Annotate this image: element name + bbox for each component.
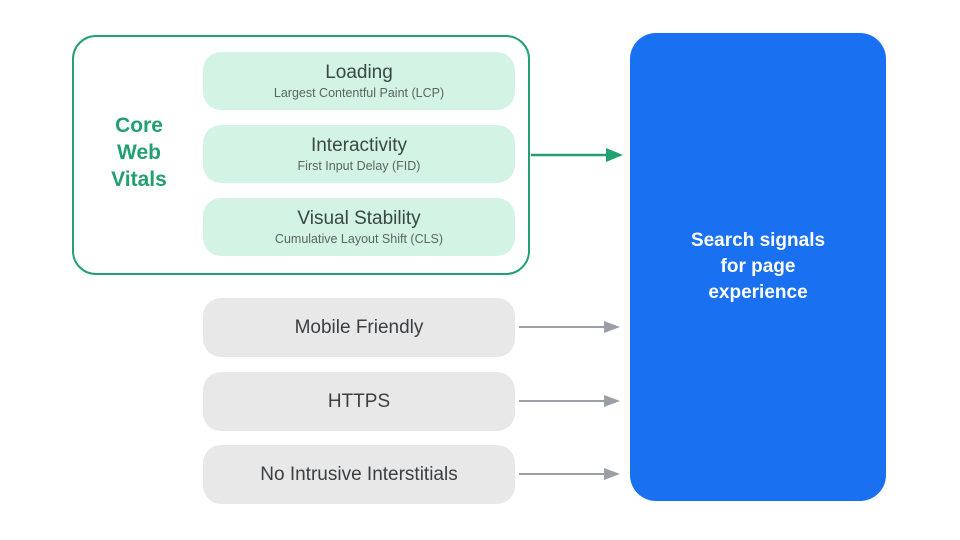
search-signals-box: Search signals for page experience — [630, 33, 886, 501]
vital-interactivity-box: Interactivity First Input Delay (FID) — [203, 125, 515, 183]
no-intrusive-interstitials-arrow — [519, 468, 620, 480]
search-signals-text-line: Search signals — [690, 230, 826, 251]
vital-loading-title: Loading — [325, 62, 393, 83]
mobile-friendly-arrow — [519, 321, 620, 333]
vital-visual-stability-title: Visual Stability — [297, 208, 421, 229]
signal-mobile-friendly-label: Mobile Friendly — [294, 317, 424, 338]
signal-https-box: HTTPS — [203, 372, 515, 431]
vital-interactivity-title: Interactivity — [310, 135, 408, 156]
signal-no-intrusive-interstitials-box: No Intrusive Interstitials — [203, 445, 515, 504]
https-arrow — [519, 395, 620, 407]
signal-https-label: HTTPS — [327, 391, 391, 412]
core-web-vitals-label-line: Web — [117, 141, 161, 164]
vital-loading-box: Loading Largest Contentful Paint (LCP) — [203, 52, 515, 110]
core-web-vitals-label-line: Core — [115, 114, 163, 137]
core-web-vitals-label-line: Vitals — [111, 168, 167, 191]
vital-loading-subtitle: Largest Contentful Paint (LCP) — [273, 86, 445, 100]
cwv-arrow — [531, 148, 623, 162]
vital-interactivity-subtitle: First Input Delay (FID) — [297, 159, 421, 173]
signal-mobile-friendly-box: Mobile Friendly — [203, 298, 515, 357]
signal-no-intrusive-interstitials-label: No Intrusive Interstitials — [260, 464, 458, 485]
vital-visual-stability-subtitle: Cumulative Layout Shift (CLS) — [274, 232, 444, 246]
core-web-vitals-label: Core Web Vitals — [86, 112, 192, 193]
vital-visual-stability-box: Visual Stability Cumulative Layout Shift… — [203, 198, 515, 256]
search-signals-text-line: for page — [720, 256, 796, 277]
search-signals-text-line: experience — [708, 282, 808, 303]
